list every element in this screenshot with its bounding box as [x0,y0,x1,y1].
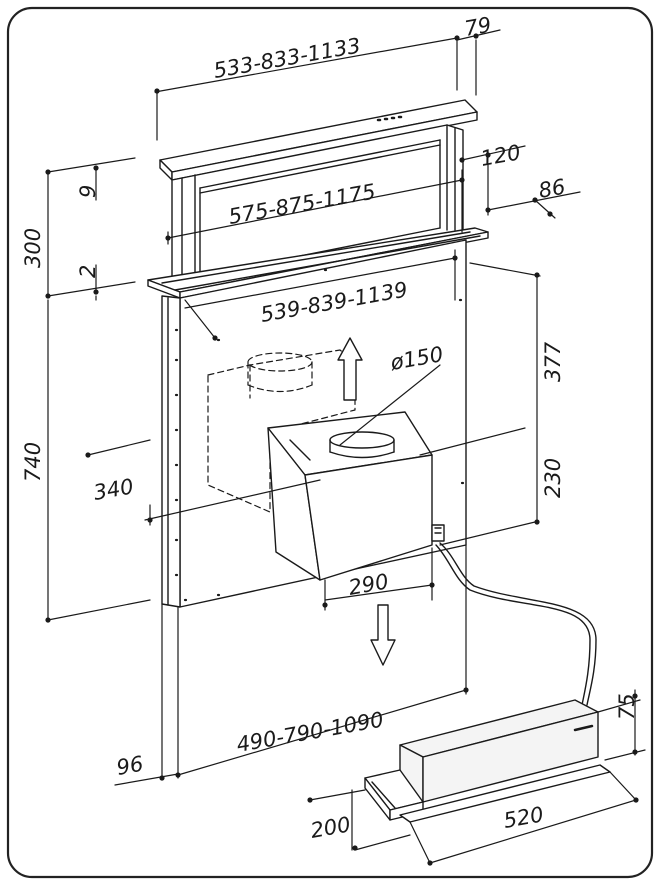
dimension-ticks [45,33,639,866]
control-unit [364,699,611,823]
power-cable [435,542,597,706]
airflow-down-arrow-icon [370,604,396,666]
dim-motor-height: 230 [541,458,565,498]
control-buttons-icon [376,115,403,122]
dim-upper-total-height: 300 [21,228,45,268]
dim-body-thickness: 96 [115,752,145,780]
duct-collar [329,431,395,459]
dim-top-depth: 79 [463,13,493,41]
hood-frame-rim [147,227,489,299]
motor-alt-position [207,349,356,513]
dim-control-height: 75 [615,693,639,720]
airflow-up-arrow-icon [337,337,363,401]
motor-block [267,411,445,581]
motor-connector [431,524,445,542]
hood-top-cap [159,99,478,181]
dim-total-height: 740 [21,442,45,482]
dim-top-height: 9 [76,185,100,198]
dim-body-height: 377 [541,341,565,382]
dim-lip-height: 2 [76,265,100,278]
dim-frame-depth: 86 [537,175,567,203]
